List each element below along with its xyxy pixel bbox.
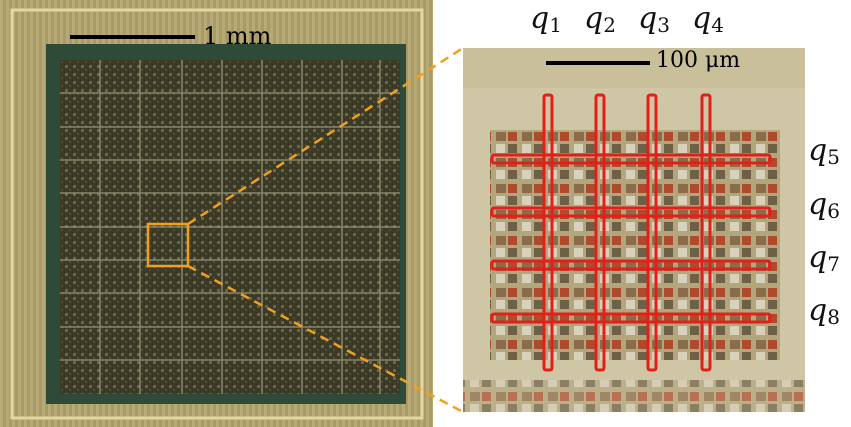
qubit-index: 4 [711,13,724,37]
chip-border-trace [10,8,424,420]
qubit-symbol: q [584,1,604,36]
qubit-label-q2: q2 [584,1,616,37]
chip-overview-image [0,0,433,427]
zoom-connector-bottom [187,264,464,414]
qubit-index: 8 [827,305,840,329]
qubit-line-q4 [700,93,712,372]
qubit-label-q8: q8 [808,293,840,329]
qubit-index: 1 [549,13,562,37]
qubit-label-q3: q3 [638,1,670,37]
zoom-top-strip [463,48,805,88]
qubit-line-q3 [646,93,658,372]
qubit-label-q6: q6 [808,187,840,223]
zoom-connector-top [187,46,464,226]
qubit-index: 2 [603,13,616,37]
qubit-symbol: q [808,187,828,222]
qubit-symbol: q [638,1,658,36]
qubit-line-q1 [542,93,554,372]
qubit-index: 5 [827,145,840,169]
qubit-label-q1: q1 [530,1,562,37]
qubit-symbol: q [530,1,550,36]
qubit-line-q8 [490,312,772,324]
zoom-bottom-strip [463,380,805,412]
chip-grid-lines [60,60,400,394]
scale-label-left: 1 mm [203,22,272,50]
qubit-rows [490,153,772,324]
qubit-line-q7 [490,259,772,271]
qubit-label-q7: q7 [808,240,840,276]
zoom-image [463,48,805,412]
qubit-symbol: q [808,133,828,168]
qubit-index: 6 [827,199,840,223]
qubit-index: 3 [657,13,670,37]
zoom-highlight-box [146,222,190,268]
scale-label-right: 100 μm [656,48,741,73]
qubit-symbol: q [808,240,828,275]
qubit-line-q6 [490,206,772,218]
qubit-symbol: q [808,293,828,328]
qubit-symbol: q [692,1,712,36]
qubit-columns [542,93,712,372]
qubit-index: 7 [827,252,840,276]
qubit-label-q5: q5 [808,133,840,169]
qubit-line-q5 [490,153,772,165]
qubit-label-q4: q4 [692,1,724,37]
qubit-line-q2 [594,93,606,372]
